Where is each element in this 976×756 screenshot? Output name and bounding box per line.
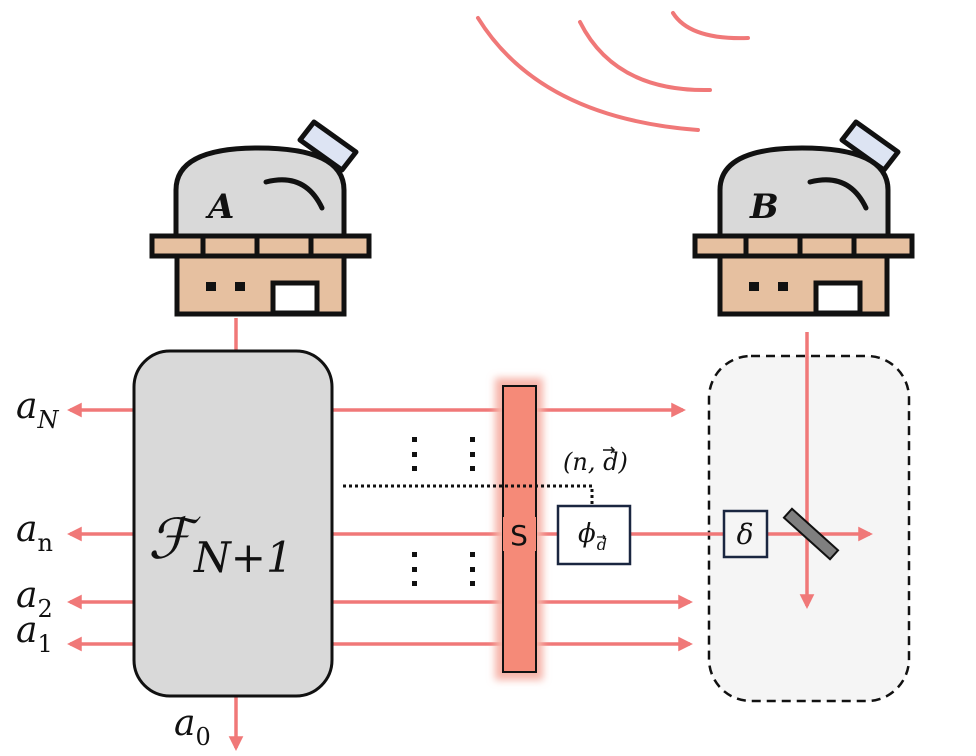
delay-box: [722, 509, 769, 559]
vector-arrow-phase: [597, 534, 606, 540]
wavefront-arc-inner: [671, 11, 750, 41]
slm-label: S: [510, 519, 528, 552]
door-a: [270, 280, 320, 316]
beams: [67, 318, 873, 751]
ellipsis-dots: [412, 437, 475, 586]
phase-box: [556, 504, 632, 566]
observatory-a-label: A: [205, 187, 234, 227]
fourier-symbol: ℱN+1: [148, 507, 293, 582]
output-label-a0: a0: [174, 703, 211, 751]
dome-b: [717, 145, 891, 239]
output-label-an: an: [16, 509, 53, 557]
output-labels: aN an a2 a1 a0: [16, 386, 211, 751]
observatory-a: A: [149, 119, 372, 317]
phase-symbol: ϕd: [578, 519, 607, 554]
index-label: (n, d): [563, 448, 628, 476]
vector-arrow-d: [603, 446, 616, 454]
beam-splitter: [782, 507, 840, 561]
brick-band-a: [149, 233, 372, 259]
delay-symbol: δ: [737, 518, 754, 551]
observatory-b-label: B: [749, 187, 779, 227]
wavefront-arcs: [476, 11, 750, 132]
fourier-transform-box: [132, 349, 334, 698]
output-label-a1: a1: [16, 610, 53, 658]
wavefront-arc-outer: [476, 16, 700, 132]
door-b: [813, 280, 863, 316]
control-line: [343, 484, 594, 506]
wavefront-arc-middle: [578, 20, 712, 93]
output-label-a2: a2: [16, 575, 53, 623]
dome-a: [173, 145, 347, 239]
brick-band-b: [692, 233, 915, 259]
observatory-b: B: [692, 119, 915, 317]
output-label-aN: aN: [16, 386, 59, 434]
